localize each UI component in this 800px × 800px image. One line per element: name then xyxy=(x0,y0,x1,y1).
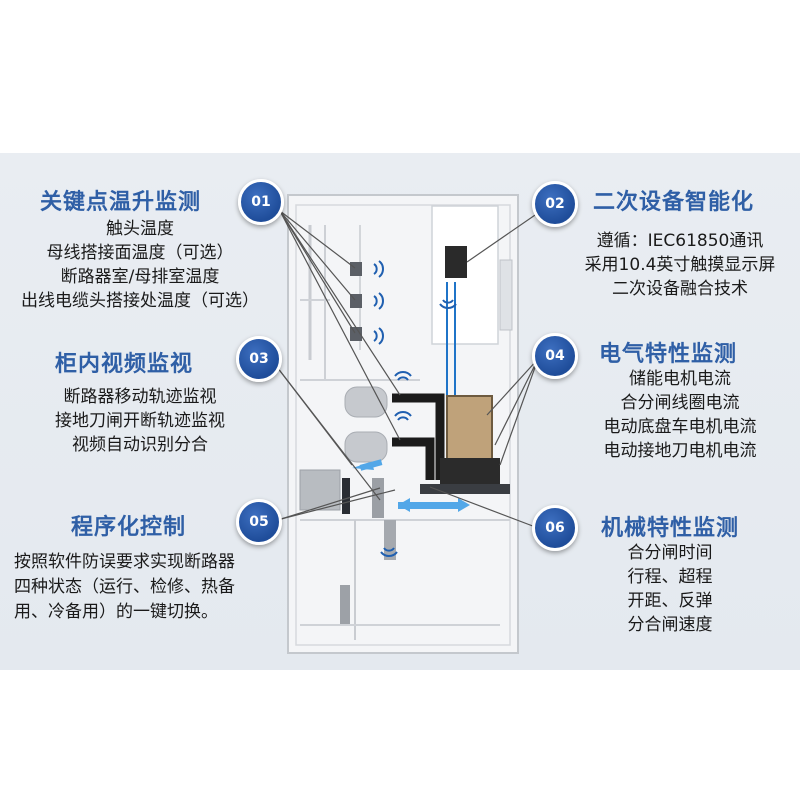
section-01-badge: 01 xyxy=(238,179,284,225)
section-06-title: 机械特性监测 xyxy=(601,516,740,541)
section-02-title: 二次设备智能化 xyxy=(593,190,755,215)
section-03-desc: 断路器移动轨迹监视 接地刀闸开断轨迹监视 视频自动识别分合 xyxy=(0,385,280,457)
section-04-line-4: 电动接地刀电机电流 xyxy=(603,441,757,461)
section-01-line-3: 断路器室/母排室温度 xyxy=(60,267,220,287)
section-03-title: 柜内视频监视 xyxy=(55,352,194,377)
section-03-line-2: 接地刀闸开断轨迹监视 xyxy=(55,411,225,431)
section-02-line-2: 采用10.4英寸触摸显示屏 xyxy=(584,255,776,275)
section-06-line-1: 合分闸时间 xyxy=(627,543,713,563)
section-06-desc: 合分闸时间 行程、超程 开距、反弹 分合闸速度 xyxy=(580,541,760,637)
section-05-desc: 按照软件防误要求实现断路器 四种状态（运行、检修、热备 用、冷备用）的一键切换。 xyxy=(14,550,235,625)
section-03-line-1: 断路器移动轨迹监视 xyxy=(63,387,217,407)
section-05-badge: 05 xyxy=(236,499,282,545)
section-05-line-2: 四种状态（运行、检修、热备 xyxy=(14,577,235,597)
section-06-line-2: 行程、超程 xyxy=(627,567,713,587)
controller-unit xyxy=(445,246,467,278)
section-05-line-1: 按照软件防误要求实现断路器 xyxy=(14,552,235,572)
section-02-desc: 遵循：IEC61850通讯 采用10.4英寸触摸显示屏 二次设备融合技术 xyxy=(560,229,800,301)
section-06-line-4: 分合闸速度 xyxy=(627,615,713,635)
section-06-badge: 06 xyxy=(532,505,578,551)
section-05-line-3: 用、冷备用）的一键切换。 xyxy=(14,602,218,622)
section-04-badge: 04 xyxy=(532,333,578,379)
section-03-badge: 03 xyxy=(236,336,282,382)
section-04-line-2: 合分闸线圈电流 xyxy=(620,393,740,413)
section-01-line-2: 母线搭接面温度（可选） xyxy=(46,243,234,263)
section-02-line-3: 二次设备融合技术 xyxy=(612,279,748,299)
section-03-line-3: 视频自动识别分合 xyxy=(72,435,208,455)
section-06-line-3: 开距、反弹 xyxy=(627,591,713,611)
section-02-badge: 02 xyxy=(532,181,578,227)
section-02-line-1: 遵循：IEC61850通讯 xyxy=(596,231,764,251)
section-04-line-3: 电动底盘车电机电流 xyxy=(603,417,757,437)
section-04-line-1: 储能电机电流 xyxy=(629,369,731,389)
section-01-line-1: 触头温度 xyxy=(106,219,174,239)
section-04-title: 电气特性监测 xyxy=(599,342,738,367)
section-01-desc: 触头温度 母线搭接面温度（可选） 断路器室/母排室温度 出线电缆头搭接处温度（可… xyxy=(0,217,280,313)
section-05-title: 程序化控制 xyxy=(71,515,187,540)
section-01-line-4: 出线电缆头搭接处温度（可选） xyxy=(21,291,259,311)
section-04-desc: 储能电机电流 合分闸线圈电流 电动底盘车电机电流 电动接地刀电机电流 xyxy=(560,367,800,463)
section-01-title: 关键点温升监测 xyxy=(40,190,202,215)
